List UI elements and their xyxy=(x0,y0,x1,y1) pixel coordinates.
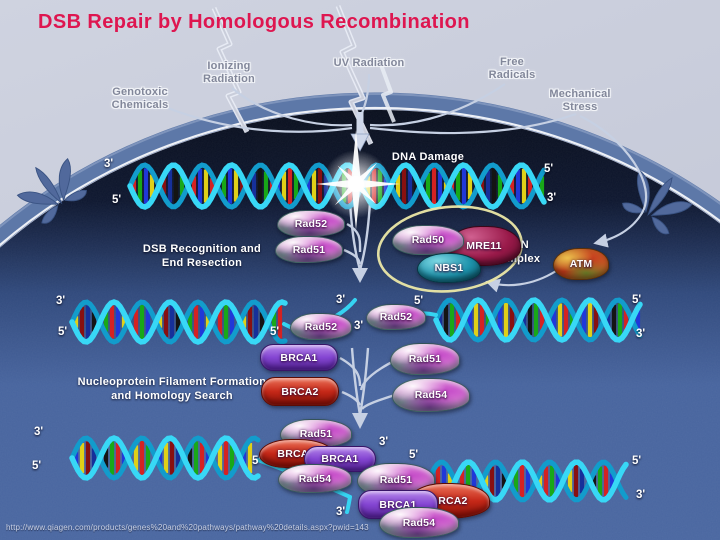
rad52-blob: Rad52 xyxy=(290,313,352,340)
page-title: DSB Repair by Homologous Recombination xyxy=(38,11,470,33)
stressor-ionizing-label: Ionizing Radiation xyxy=(203,60,255,85)
dna-end-label: 3' xyxy=(636,489,646,501)
dna-end-label: 5' xyxy=(544,163,554,175)
dna-end-label: 3' xyxy=(104,158,114,170)
dna-end-label: 3' xyxy=(636,328,646,340)
dna-end-label: 3' xyxy=(34,426,44,438)
dna-end-label: 5' xyxy=(632,455,642,467)
rad54-blob: Rad54 xyxy=(379,507,459,538)
step2-label: Nucleoprotein Filament Formation and Hom… xyxy=(77,376,267,402)
rad51-blob: Rad51 xyxy=(357,463,435,496)
dna-end-label: 5' xyxy=(112,194,122,206)
atm-blob: ATM xyxy=(553,248,609,280)
brca1-capsule: BRCA1 xyxy=(260,344,338,371)
dna-end-label: 3' xyxy=(547,192,557,204)
dna-end-label: 3' xyxy=(354,320,364,332)
dna-end-label: 5' xyxy=(32,460,42,472)
brca2-capsule: BRCA2 xyxy=(261,377,339,406)
lightning-bolt-icons xyxy=(211,5,396,146)
dna-damage-label: DNA Damage xyxy=(391,151,465,163)
dna-end-label: 3' xyxy=(336,506,346,518)
dna-end-label: 3' xyxy=(379,436,389,448)
dna-end-label: 5' xyxy=(414,295,424,307)
damage-flash-icon xyxy=(316,130,400,230)
rad51-blob: Rad51 xyxy=(390,343,460,375)
step1-label: DSB Recognition and End Resection xyxy=(142,243,262,269)
stressor-free-radicals-label: Free Radicals xyxy=(488,56,536,81)
nbs1-blob: NBS1 xyxy=(417,253,481,283)
source-url-link[interactable]: http://www.qiagen.com/products/genes%20a… xyxy=(6,523,369,532)
dna-end-label: 5' xyxy=(270,326,280,338)
dna-end-label: 3' xyxy=(336,294,346,306)
rad52-blob: Rad52 xyxy=(366,304,426,330)
stressor-genotoxic-label: Genotoxic Chemicals xyxy=(111,86,169,111)
atm-arrows xyxy=(485,115,648,293)
dna-end-label: 5' xyxy=(252,455,262,467)
rad52-blob: Rad52 xyxy=(277,210,345,237)
stressor-mechanical-label: Mechanical Stress xyxy=(549,88,611,113)
stressor-uv-label: UV Radiation xyxy=(333,57,405,69)
dna-end-label: 5' xyxy=(409,449,419,461)
rad54-blob: Rad54 xyxy=(278,464,352,493)
dna-end-label: 3' xyxy=(56,295,66,307)
rad50-blob: Rad50 xyxy=(392,225,464,255)
mrn-ring xyxy=(376,205,524,293)
dna-end-label: 5' xyxy=(632,294,642,306)
dna-end-label: 5' xyxy=(58,326,68,338)
rad54-blob: Rad54 xyxy=(392,378,470,412)
rad51-blob: Rad51 xyxy=(275,236,343,263)
